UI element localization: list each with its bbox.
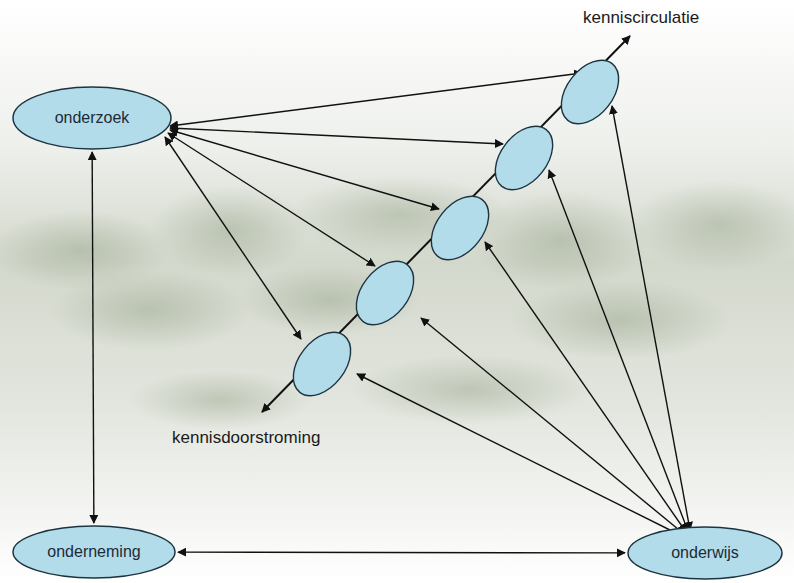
ellipse-node: onderwijs [627, 526, 783, 580]
connector-arrow [178, 551, 625, 553]
flow-label: kennisdoorstroming [172, 428, 320, 448]
node-label: onderwijs [671, 543, 739, 562]
node-label: onderzoek [55, 108, 130, 127]
connector-arrow [92, 152, 94, 523]
ellipse-node: onderneming [12, 525, 176, 579]
ellipse-node: onderzoek [12, 86, 172, 150]
node-label: onderneming [47, 542, 140, 561]
flow-label: kenniscirculatie [583, 8, 699, 28]
